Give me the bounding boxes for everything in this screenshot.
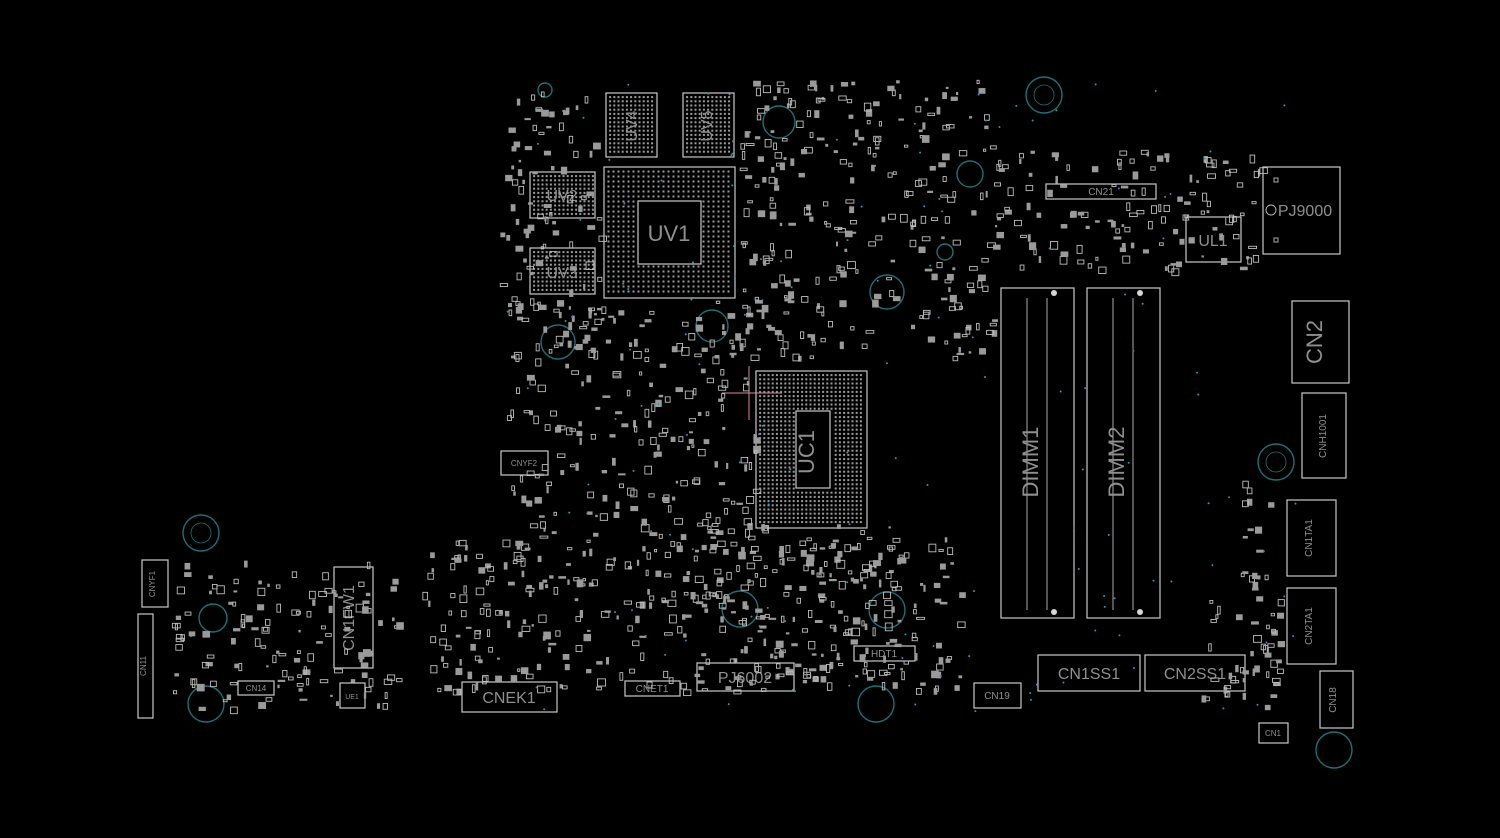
- vram-uv3[interactable]: UV3: [529, 247, 596, 295]
- cn14-connector[interactable]: CN14: [237, 680, 275, 696]
- cn1ss1-connector[interactable]: CN1SS1: [1037, 654, 1141, 692]
- cpu-uc1[interactable]: UC1: [722, 366, 868, 529]
- vias: [506, 83, 1297, 713]
- ul1-label: UL1: [1198, 233, 1227, 250]
- dimm2-slot[interactable]: DIMM2: [1086, 287, 1161, 619]
- cn21-connector[interactable]: CN21: [1045, 183, 1157, 200]
- dimm1-slot[interactable]: DIMM1: [1000, 287, 1075, 619]
- cn2ss1-label: CN2SS1: [1164, 666, 1226, 683]
- cn2ta1-label: CN2TA1: [1304, 607, 1315, 645]
- cnet1-label: CNET1: [636, 684, 669, 695]
- cn1ss1-label: CN1SS1: [1058, 666, 1120, 683]
- cn14-label: CN14: [246, 684, 267, 693]
- dimm2-label: DIMM2: [1104, 427, 1129, 498]
- cnyf1-connector[interactable]: CNYF1: [141, 559, 169, 608]
- uv3-label: UV3: [546, 265, 577, 282]
- cn1ta1-label: CN1TA1: [1304, 519, 1315, 557]
- pj9000-label: PJ9000: [1278, 203, 1332, 220]
- uc1-label: UC1: [794, 430, 819, 474]
- uv4-ball-grid: [609, 96, 654, 153]
- uv2-label: UV2: [546, 188, 577, 205]
- uv2-ball-grid: [533, 175, 594, 215]
- uv5-label: UV5: [699, 110, 716, 141]
- vram-uv2[interactable]: UV2: [529, 171, 596, 219]
- cnh1001-label: CNH1001: [1318, 414, 1329, 458]
- vram-uv5[interactable]: UV5: [682, 92, 735, 158]
- cnyf2-connector[interactable]: CNYF2: [500, 450, 549, 476]
- vram-uv4[interactable]: UV4: [605, 92, 658, 158]
- ue1-label: UE1: [345, 694, 359, 701]
- dimm1-label: DIMM1: [1018, 427, 1043, 498]
- uv1-label: UV1: [648, 221, 691, 246]
- cn21-label: CN21: [1088, 187, 1114, 198]
- cn2-connector[interactable]: CN2: [1291, 300, 1350, 384]
- cn11-connector[interactable]: CN11: [137, 613, 154, 719]
- mounting-holes: [182, 76, 1353, 769]
- cn18-label: CN18: [1328, 687, 1339, 713]
- uv3-ball-grid: [533, 251, 594, 291]
- cnet1-connector[interactable]: CNET1: [624, 680, 681, 697]
- cn2ta1-connector[interactable]: CN2TA1: [1286, 587, 1337, 665]
- cnek1-label: CNEK1: [482, 690, 535, 707]
- cnyf1-label: CNYF1: [148, 570, 157, 597]
- gpu-uv1[interactable]: UV1: [603, 166, 736, 299]
- pj6002-label: PJ6002: [718, 670, 772, 687]
- cn1ta1-connector[interactable]: CN1TA1: [1286, 499, 1337, 577]
- uv1-ball-grid: [607, 170, 730, 293]
- small-components: [171, 79, 1286, 715]
- cn19-label: CN19: [984, 691, 1010, 702]
- cnyf2-label: CNYF2: [511, 459, 538, 468]
- ue1-chip[interactable]: UE1: [339, 682, 366, 709]
- cnek1-connector[interactable]: CNEK1: [461, 681, 558, 713]
- cn19-connector[interactable]: CN19: [973, 682, 1022, 709]
- pj9000-connector[interactable]: PJ9000: [1262, 166, 1341, 255]
- uv4-label: UV4: [624, 110, 641, 141]
- cn1-connector[interactable]: CN1: [1258, 722, 1289, 744]
- cnh1001-connector[interactable]: CNH1001: [1301, 392, 1347, 479]
- cn11-label: CN11: [139, 656, 148, 676]
- cn2-label: CN2: [1302, 320, 1327, 364]
- cn1-label: CN1: [1265, 729, 1282, 738]
- cn18-connector[interactable]: CN18: [1319, 670, 1354, 729]
- hdt1-label: HDT1: [871, 649, 898, 660]
- uc1-ball-grid: [759, 374, 862, 524]
- uv5-ball-grid: [686, 96, 731, 153]
